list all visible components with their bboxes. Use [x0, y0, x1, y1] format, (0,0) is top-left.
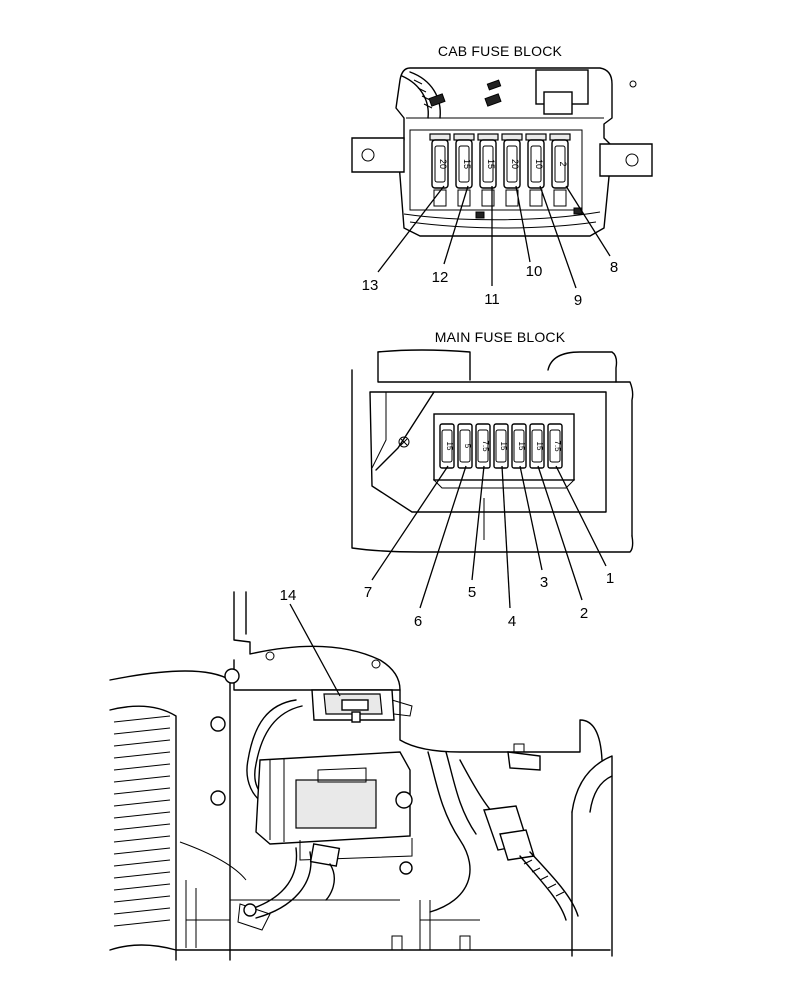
- main-fuse: 5: [457, 423, 473, 469]
- callout-12: 12: [432, 269, 449, 286]
- fin-line: [113, 751, 171, 759]
- main-fuse: 15: [529, 423, 545, 469]
- main-fuse-rating: 5: [463, 444, 472, 449]
- callout-2: 2: [580, 605, 588, 622]
- radiator-fins: [113, 715, 171, 927]
- cab-fuse: 20: [501, 133, 523, 207]
- callout-6: 6: [414, 613, 422, 630]
- fin-line: [113, 763, 171, 771]
- fin-line: [113, 847, 171, 855]
- cab-fuse-rating: 15: [486, 159, 496, 169]
- main-fuse: 15: [493, 423, 509, 469]
- fin-line: [113, 727, 171, 735]
- cab-fuse: 2: [549, 133, 571, 207]
- callout-7: 7: [364, 584, 372, 601]
- callout-4: 4: [508, 613, 516, 630]
- callout-13: 13: [362, 277, 379, 294]
- main-fuse: 7.5: [475, 423, 491, 469]
- callout-3: 3: [540, 574, 548, 591]
- fin-line: [113, 859, 171, 867]
- cab-fuse-row: 20 15 15 20 10 2: [429, 133, 571, 207]
- callout-10: 10: [526, 263, 543, 280]
- fin-line: [113, 775, 171, 783]
- cab-fuse: 20: [429, 133, 451, 207]
- fin-line: [113, 883, 171, 891]
- main-fuse-rating: 15: [445, 442, 454, 451]
- cab-fuse-rating: 20: [510, 159, 520, 169]
- callout-8: 8: [610, 259, 618, 276]
- main-fuse-rating: 7.5: [553, 440, 562, 452]
- main-fuse-block-title: MAIN FUSE BLOCK: [435, 329, 566, 345]
- callout-labels: 13 12 11 10 9 8 7 6 5 4 3 2 1 14: [280, 259, 619, 630]
- fin-line: [113, 871, 171, 879]
- main-fuse-rating: 15: [517, 442, 526, 451]
- fin-line: [113, 835, 171, 843]
- main-fuse: 15: [511, 423, 527, 469]
- cab-fuse-block-title: CAB FUSE BLOCK: [438, 43, 563, 59]
- fin-line: [113, 787, 171, 795]
- fin-line: [113, 799, 171, 807]
- callout-14: 14: [280, 587, 297, 604]
- cab-fuse: 15: [453, 133, 475, 207]
- cab-fuse-rating: 10: [534, 159, 544, 169]
- main-fuse-rating: 7.5: [481, 440, 490, 452]
- callout-11: 11: [484, 291, 500, 308]
- main-fuse-rating: 15: [499, 442, 508, 451]
- fin-line: [113, 895, 171, 903]
- cab-fuse-rating: 15: [462, 159, 472, 169]
- cab-fuse-block: CAB FUSE BLOCK 20 15 15 20 10 2: [351, 43, 653, 237]
- cab-fuse-rating: 2: [558, 161, 568, 166]
- callout-5: 5: [468, 584, 476, 601]
- callout-9: 9: [574, 292, 582, 309]
- cab-fuse: 10: [525, 133, 547, 207]
- main-fuse: 15: [439, 423, 455, 469]
- callout-1: 1: [606, 570, 614, 587]
- leaders: [289, 185, 611, 697]
- fin-line: [113, 823, 171, 831]
- main-fuse-rating: 15: [535, 442, 544, 451]
- fin-line: [113, 739, 171, 747]
- fin-line: [113, 919, 171, 927]
- fin-line: [113, 811, 171, 819]
- fin-line: [113, 907, 171, 915]
- main-fuse: 7.5: [547, 423, 563, 469]
- fin-line: [113, 715, 171, 723]
- cab-fuse-rating: 20: [438, 159, 448, 169]
- main-fuse-block: MAIN FUSE BLOCK 15 5 7.5 15 15 15 7.5: [351, 329, 634, 553]
- main-fuse-row: 15 5 7.5 15 15 15 7.5: [439, 423, 563, 469]
- engine-bay-view: [109, 591, 613, 961]
- cab-fuse: 15: [477, 133, 499, 207]
